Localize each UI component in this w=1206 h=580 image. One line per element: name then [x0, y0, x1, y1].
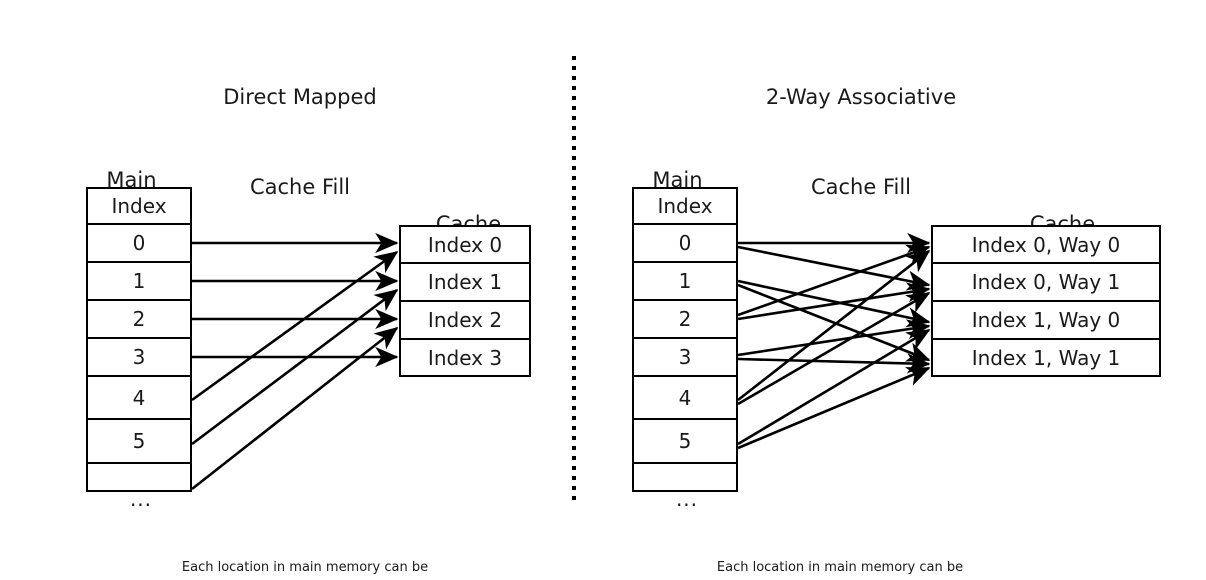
main-memory-row-0: 0	[88, 225, 190, 263]
arrow-mm1-to-i1w1	[737, 283, 931, 362]
cache-table-left: Index 0 Index 1 Index 2 Index 3	[399, 225, 531, 377]
main-memory-row-2: 2	[88, 301, 190, 339]
arrow-mm3-to-i1w1	[737, 353, 931, 374]
arrow-mm4-to-cache0	[191, 250, 399, 402]
main-memory-header-cell: Index	[634, 189, 736, 225]
main-memory-row-1: 1	[88, 263, 190, 301]
panel-title-line2: Cache Fill	[810, 175, 912, 199]
arrow-mm1-to-i1w0	[737, 279, 931, 328]
arrows-direct-mapped	[191, 232, 399, 491]
caption-two-way-associative: Each location in main memory can be cach…	[640, 508, 1040, 580]
cache-row-1: Index 1	[401, 264, 529, 302]
main-memory-ellipsis-left: ...	[129, 487, 153, 511]
arrow-mm6-to-cache2	[191, 326, 399, 491]
arrow-mm5-to-i1w0	[737, 328, 931, 446]
panel-title-direct-mapped: Direct Mapped Cache Fill	[170, 22, 430, 262]
main-memory-row-2: 2	[634, 301, 736, 339]
arrows-two-way-associative	[737, 232, 931, 450]
main-memory-row-3: 3	[88, 339, 190, 377]
cache-row-3: Index 1, Way 1	[933, 340, 1159, 375]
main-memory-row-5: 5	[88, 420, 190, 464]
panel-title-line1: 2-Way Associative	[765, 85, 957, 109]
cache-row-1: Index 0, Way 1	[933, 264, 1159, 302]
cache-table-right: Index 0, Way 0 Index 0, Way 1 Index 1, W…	[931, 225, 1161, 377]
arrow-mm5-to-i1w1	[737, 366, 931, 450]
arrow-mm3-to-i1w0	[737, 319, 931, 357]
panel-title-line1: Direct Mapped	[223, 85, 377, 109]
panel-title-two-way-associative: 2-Way Associative Cache Fill	[722, 22, 1000, 262]
main-memory-header-cell: Index	[88, 189, 190, 225]
caption-direct-mapped: Each location in main memory can be cach…	[120, 508, 490, 580]
main-memory-table-right: Index 0 1 2 3 4 5	[632, 187, 738, 492]
main-memory-row-blank	[88, 464, 190, 490]
cache-row-2: Index 2	[401, 302, 529, 340]
panel-title-line2: Cache Fill	[249, 175, 351, 199]
main-memory-row-5: 5	[634, 420, 736, 464]
cache-row-0: Index 0	[401, 227, 529, 264]
main-memory-row-4: 4	[634, 377, 736, 420]
panel-divider	[572, 56, 576, 502]
main-memory-row-0: 0	[634, 225, 736, 263]
caption-line1: Each location in main memory can be	[181, 560, 429, 575]
arrow-mm4-to-i0w0	[737, 249, 931, 402]
cache-row-3: Index 3	[401, 340, 529, 375]
main-memory-row-3: 3	[634, 339, 736, 377]
caption-line1: Each location in main memory can be	[716, 560, 964, 575]
cache-row-2: Index 1, Way 0	[933, 302, 1159, 340]
arrow-mm4-to-i0w1	[737, 291, 931, 406]
main-memory-ellipsis-right: ...	[675, 487, 699, 511]
main-memory-row-blank	[634, 464, 736, 490]
cache-row-0: Index 0, Way 0	[933, 227, 1159, 264]
arrow-mm5-to-cache1	[191, 288, 399, 446]
arrow-mm2-to-i0w1	[737, 282, 931, 321]
main-memory-row-1: 1	[634, 263, 736, 301]
main-memory-row-4: 4	[88, 377, 190, 420]
main-memory-table-left: Index 0 1 2 3 4 5	[86, 187, 192, 492]
